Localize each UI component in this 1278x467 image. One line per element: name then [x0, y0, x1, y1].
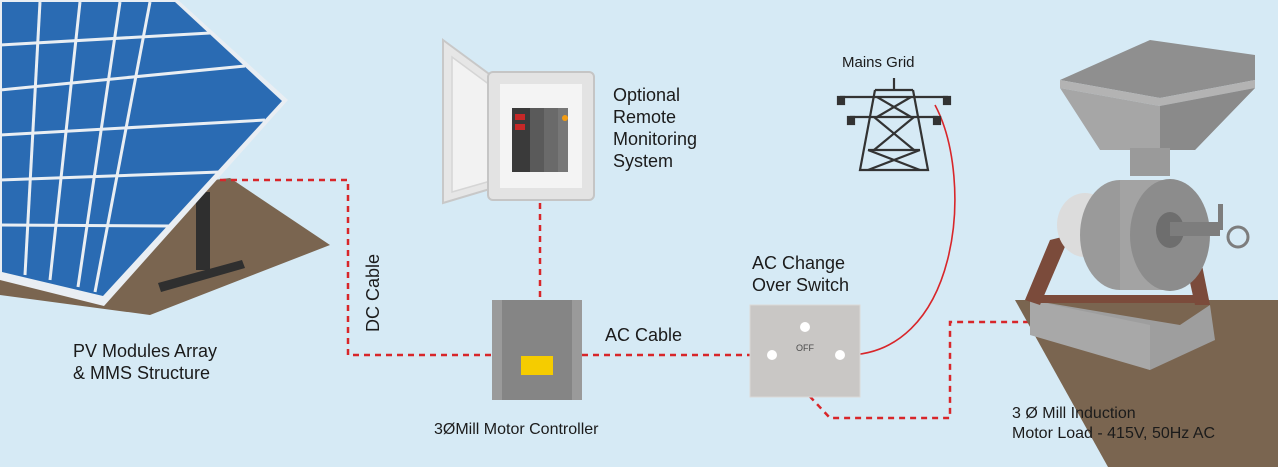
- mill-hopper-shade: [1160, 88, 1255, 150]
- monitoring-cabinet: [442, 38, 595, 205]
- pv-mount-post: [196, 192, 210, 270]
- pv-cell-grid: [0, 1, 266, 293]
- pv-mount-foot: [158, 260, 245, 292]
- motor-controller: [492, 300, 582, 400]
- monitoring-label-line-3: Monitoring: [613, 129, 698, 149]
- switch-off-label: OFF: [796, 343, 814, 353]
- flour-mill: [1025, 40, 1255, 370]
- monitoring-label-line-1: Optional: [613, 85, 681, 105]
- load-label: 3 Ø Mill Induction Motor Load - 415V, 50…: [1012, 404, 1215, 444]
- ac-cable-label: AC Cable: [605, 325, 683, 345]
- mill-handle-stem: [1218, 204, 1223, 230]
- controller-label: 3ØMill Motor Controller: [434, 421, 599, 438]
- pv-array-label: PV Modules Array & MMS Structure: [73, 340, 217, 384]
- pv-label-line-1: PV Modules Array: [73, 341, 218, 361]
- cabinet-indicator: [562, 115, 568, 121]
- mill-handwheel-icon: [1226, 225, 1250, 249]
- load-label-line-2: Motor Load - 415V, 50Hz AC: [1012, 425, 1216, 442]
- mill-hopper-rim: [1060, 80, 1255, 106]
- pv-label-line-2: & MMS Structure: [73, 363, 211, 383]
- mill-frame: [1025, 235, 1070, 305]
- mill-shaft: [1170, 222, 1220, 236]
- pv-array: [0, 0, 330, 315]
- cabinet-module-4: [558, 108, 568, 172]
- controller-indicator: [521, 356, 553, 375]
- cabinet-module-2: [530, 108, 544, 172]
- changeover-label: AC Change Over Switch: [752, 252, 849, 296]
- monitoring-label-line-4: System: [613, 151, 674, 171]
- monitoring-label-line-2: Remote: [613, 107, 677, 127]
- grid-cable-line: [839, 104, 956, 356]
- changeover-label-line-1: AC Change: [752, 253, 846, 273]
- transmission-tower-icon: [836, 78, 952, 172]
- changeover-switch: OFF: [749, 304, 861, 398]
- mill-base-front: [1030, 300, 1150, 370]
- monitoring-label: Optional Remote Monitoring System: [613, 84, 697, 172]
- cabinet-module-3: [544, 108, 558, 172]
- dc-cable-label: DC Cable: [363, 253, 383, 332]
- changeover-label-line-2: Over Switch: [752, 275, 850, 295]
- cabinet-display-v: [515, 114, 525, 120]
- mill-neck: [1130, 148, 1170, 176]
- mains-grid-label: Mains Grid: [842, 54, 915, 71]
- switch-terminal-top: [800, 322, 810, 332]
- dc-cable-line: [220, 178, 492, 357]
- mill-frame-bar: [1040, 295, 1205, 303]
- controller-face: [502, 300, 572, 400]
- switch-terminal-right: [835, 350, 845, 360]
- load-label-line-1: 3 Ø Mill Induction: [1012, 405, 1136, 422]
- mill-hopper-top: [1060, 40, 1255, 98]
- cabinet-display-a: [515, 124, 525, 130]
- switch-terminal-left: [767, 350, 777, 360]
